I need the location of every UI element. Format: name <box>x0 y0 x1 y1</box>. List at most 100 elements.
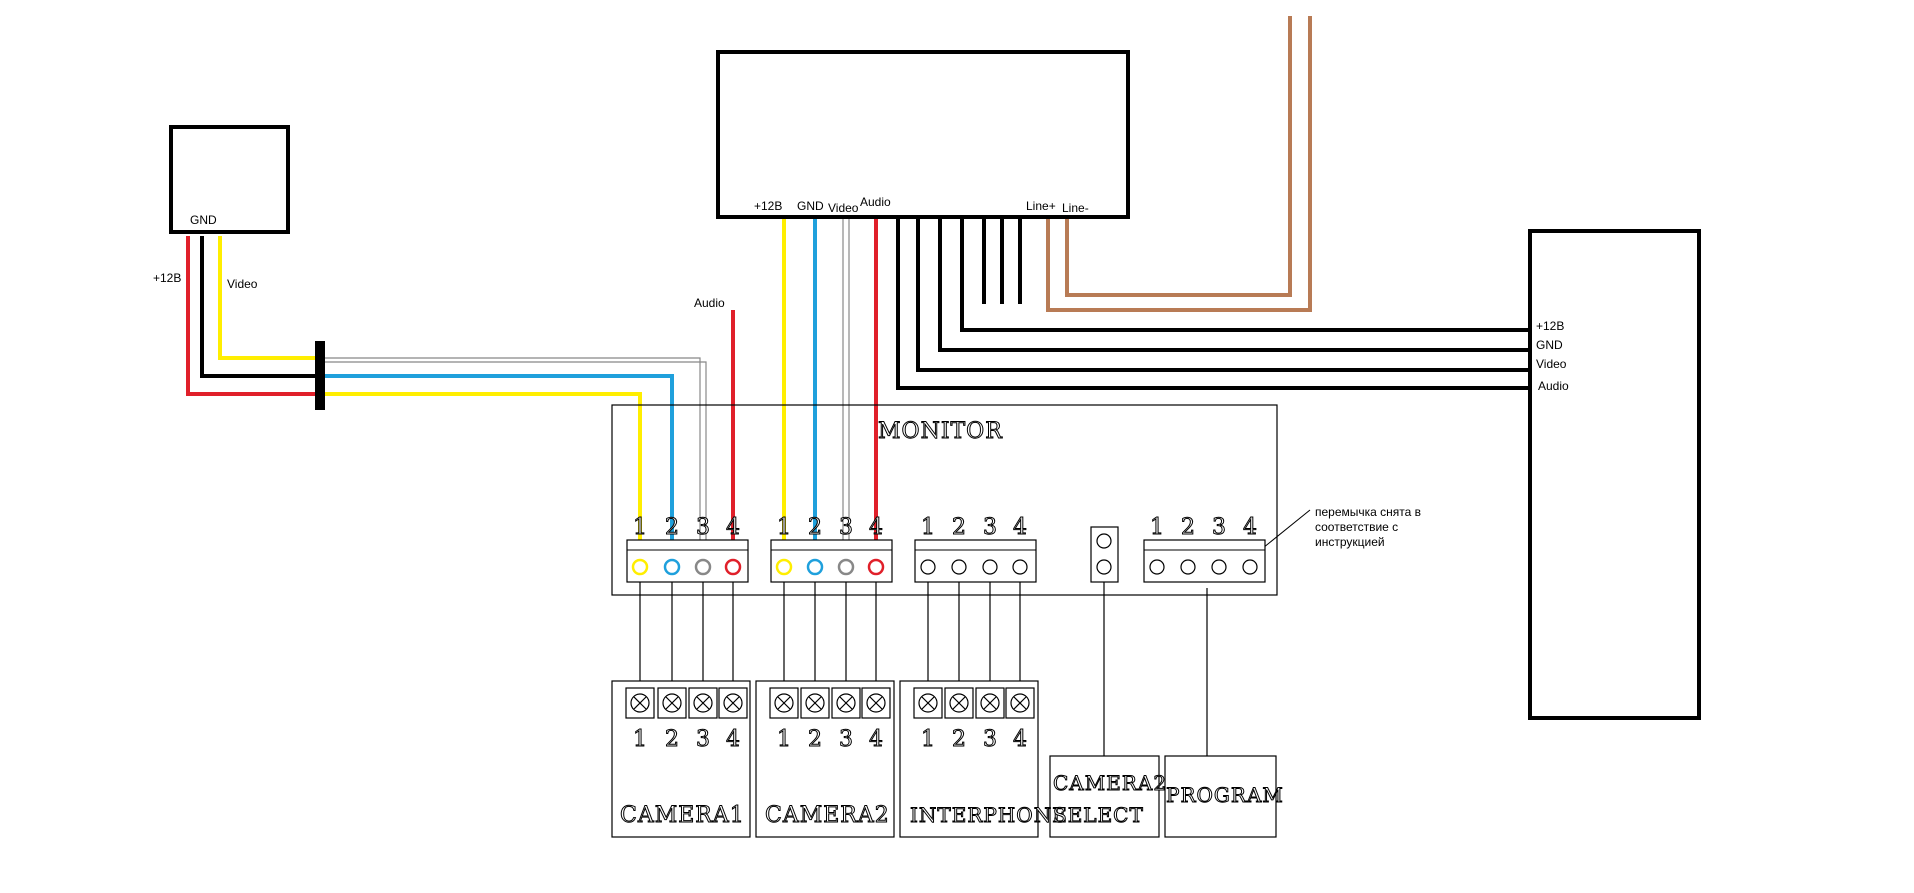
terminal-pin-number-pg-1: 1 <box>1150 515 1164 540</box>
top-12v-label: +12В <box>754 199 782 213</box>
terminal-screw-c2-4[interactable] <box>867 558 885 576</box>
module-pin-number-interphone-3: 3 <box>983 727 997 752</box>
module-pin-number-camera2-1: 1 <box>777 727 791 752</box>
terminal-screw-c2-3[interactable] <box>837 558 855 576</box>
terminal-pin-number-ip-2: 2 <box>952 515 966 540</box>
module-pin-number-camera2-2: 2 <box>808 727 822 752</box>
module-screw-cross-b-camera1-1 <box>633 696 647 710</box>
wire-right-gnd <box>938 218 1540 352</box>
module-pin-number-camera1-2: 2 <box>665 727 679 752</box>
splice-connector <box>315 341 325 410</box>
camera2-select-label-line2: SELECT <box>1053 803 1144 827</box>
wire-cam-black <box>200 236 320 378</box>
module-pin-number-camera1-3: 3 <box>696 727 710 752</box>
module-screw-cross-b-camera2-2 <box>808 696 822 710</box>
terminal-pin-number-c2-1: 1 <box>777 515 791 540</box>
camera-gnd-label: GND <box>190 213 217 227</box>
wire-c1-blue <box>325 374 674 570</box>
terminal-pin-number-c1-2: 2 <box>665 515 679 540</box>
module-screw-cross-b-camera1-2 <box>665 696 679 710</box>
module-screw-cross-b-camera1-4 <box>726 696 740 710</box>
terminal-pin-number-c2-2: 2 <box>808 515 822 540</box>
right-video-label: Video <box>1536 357 1567 371</box>
terminal-screw-c1-3[interactable] <box>694 558 712 576</box>
terminal-pin-number-c2-3: 3 <box>839 515 853 540</box>
monitor-note-line2: соответствие с <box>1315 520 1398 534</box>
module-screw-cross-b-camera2-3 <box>839 696 853 710</box>
interphone-label: INTERPHONE <box>910 803 1068 827</box>
terminal-screw-c2-2[interactable] <box>806 558 824 576</box>
camera-12v-label: +12В <box>153 271 181 285</box>
module-pin-number-interphone-4: 4 <box>1013 727 1027 752</box>
module-pin-number-camera1-1: 1 <box>633 727 647 752</box>
terminal-pin-number-pg-3: 3 <box>1212 515 1226 540</box>
terminal-pin-number-ip-1: 1 <box>921 515 935 540</box>
select-jumper-pin-1[interactable] <box>1096 533 1112 549</box>
wire-right-video <box>916 218 1540 372</box>
module-box-camera2-select <box>1049 755 1160 838</box>
camera-box: GND +12В Video <box>153 125 290 291</box>
terminal-screw-pg-4[interactable] <box>1242 559 1258 575</box>
select-jumper-pin-2[interactable] <box>1096 559 1112 575</box>
terminal-screw-ip-4[interactable] <box>1012 559 1028 575</box>
monitor-note-line3: инструкцией <box>1315 535 1385 549</box>
terminal-pin-number-c1-4: 4 <box>726 515 740 540</box>
module-screw-cross-b-interphone-2 <box>952 696 966 710</box>
module-pin-number-camera2-3: 3 <box>839 727 853 752</box>
terminal-screw-pg-2[interactable] <box>1180 559 1196 575</box>
module-screw-cross-b-camera2-1 <box>777 696 791 710</box>
terminal-screw-c1-4[interactable] <box>724 558 742 576</box>
camera-video-label: Video <box>227 277 258 291</box>
module-program <box>1164 755 1277 838</box>
terminal-pin-number-c1-1: 1 <box>633 515 647 540</box>
terminal-screw-ip-3[interactable] <box>982 559 998 575</box>
wires <box>186 16 1540 756</box>
module-screw-cross-b-interphone-1 <box>921 696 935 710</box>
wire-right-12v <box>960 218 1540 332</box>
wire-cam-red <box>186 236 320 396</box>
module-camera2-select <box>1049 755 1160 838</box>
top-audio-label: Audio <box>860 195 891 209</box>
wire-line-minus <box>1065 16 1292 297</box>
module-pin-number-interphone-2: 2 <box>952 727 966 752</box>
camera1-label: CAMERA1 <box>620 803 745 828</box>
module-pin-number-camera1-4: 4 <box>726 727 740 752</box>
wire-right-audio <box>896 218 1540 390</box>
wire-c1-yellow <box>325 392 642 570</box>
terminal-pin-number-c2-4: 4 <box>869 515 883 540</box>
terminal-screw-c1-1[interactable] <box>631 558 649 576</box>
note-leader <box>1257 509 1311 553</box>
terminal-screw-c2-1[interactable] <box>775 558 793 576</box>
module-screw-cross-b-interphone-4 <box>1013 696 1027 710</box>
module-screw-cross-b-camera2-4 <box>869 696 883 710</box>
module-box-program <box>1164 755 1277 838</box>
right-unit: +12В GND Video Audio <box>1528 229 1701 720</box>
terminal-pin-number-c1-3: 3 <box>696 515 710 540</box>
wire-line-plus <box>1046 16 1312 312</box>
terminal-pin-number-ip-4: 4 <box>1013 515 1027 540</box>
monitor: MONITOR перемычка снята в соответствие с… <box>611 404 1421 596</box>
monitor-title: MONITOR <box>878 419 1003 444</box>
program-label: PROGRAM <box>1166 783 1284 807</box>
terminal-screw-ip-2[interactable] <box>951 559 967 575</box>
terminal-pin-number-pg-2: 2 <box>1181 515 1195 540</box>
module-pin-number-interphone-1: 1 <box>921 727 935 752</box>
terminal-screw-ip-1[interactable] <box>920 559 936 575</box>
right-audio-label: Audio <box>1538 379 1569 393</box>
terminal-screw-pg-3[interactable] <box>1211 559 1227 575</box>
terminal-screw-pg-1[interactable] <box>1149 559 1165 575</box>
terminal-screw-c1-2[interactable] <box>663 558 681 576</box>
module-screw-cross-b-camera1-3 <box>696 696 710 710</box>
camera2-label: CAMERA2 <box>765 803 890 828</box>
module-pin-number-camera2-4: 4 <box>869 727 883 752</box>
wire-c1-video-a <box>325 357 701 570</box>
